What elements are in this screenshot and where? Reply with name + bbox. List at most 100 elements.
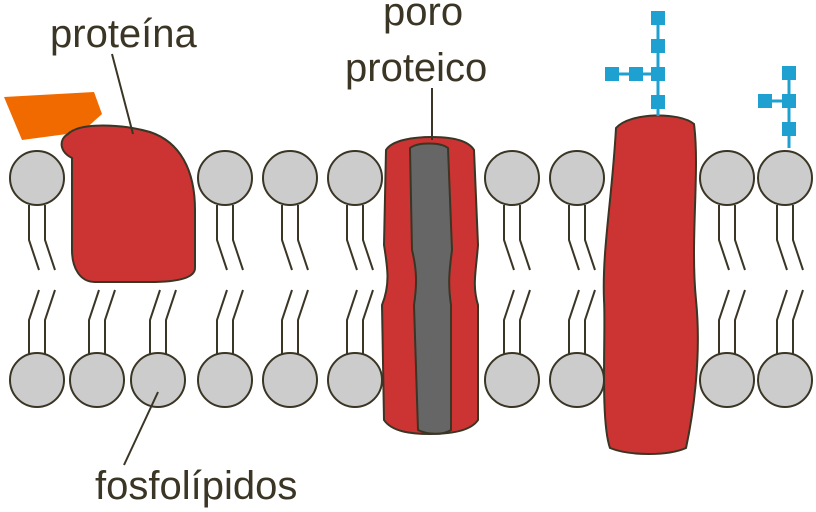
lipid-head	[484, 150, 540, 206]
lipid-head	[327, 352, 383, 408]
carbohydrate-chains	[605, 11, 796, 148]
pore-label-line1: poro	[383, 0, 464, 34]
lipid-tail-right	[232, 205, 244, 271]
lipid-tail-right	[792, 205, 804, 271]
carb-unit	[758, 94, 772, 108]
lipid-tail-right	[584, 289, 596, 354]
phospholipid-icon	[69, 289, 125, 408]
lipid-head	[757, 150, 813, 206]
lipid-tail-right	[44, 289, 56, 354]
lipid-head	[262, 150, 318, 206]
lipid-head	[262, 352, 318, 408]
lipid-tail-left	[346, 205, 358, 271]
pore-label-line2: proteico	[345, 46, 488, 90]
carb-unit	[782, 94, 796, 108]
phospholipid-label: fosfolípidos	[95, 464, 298, 508]
glycoprotein-icon	[602, 114, 699, 455]
lipid-head	[757, 352, 813, 408]
label-pointers	[111, 53, 433, 466]
carb-unit	[651, 39, 665, 53]
lipid-head	[484, 352, 540, 408]
carb-unit	[651, 67, 665, 81]
carb-unit	[605, 67, 619, 81]
phospholipid-icon	[197, 150, 253, 271]
protein-pointer	[111, 53, 134, 135]
carb-unit	[629, 67, 643, 81]
carb-unit	[651, 95, 665, 109]
lipid-tail-left	[503, 205, 515, 271]
channel-protein-icon	[380, 135, 480, 436]
lipid-tail-right	[297, 289, 309, 354]
glycoprotein-body	[602, 114, 699, 455]
phospholipid-icon	[484, 289, 540, 408]
lipid-head	[699, 150, 755, 206]
lipid-tail-left	[28, 205, 40, 271]
lipid-head	[69, 352, 125, 408]
protein-label: proteína	[50, 12, 197, 56]
lipid-tail-right	[584, 205, 596, 271]
carb-unit	[651, 11, 665, 25]
lipid-tail-right	[104, 289, 116, 354]
phospholipid-icon	[262, 150, 318, 271]
lipid-tail-left	[28, 289, 40, 354]
phospholipid-icon	[549, 150, 605, 271]
phospholipid-icon	[757, 289, 813, 408]
channel-pore	[408, 142, 454, 435]
lipid-head	[130, 352, 186, 408]
lipid-head	[549, 150, 605, 206]
carbohydrate-chain-icon	[758, 66, 796, 148]
phospholipid-icon	[699, 150, 755, 271]
lipid-tail-right	[165, 289, 177, 354]
lipid-tail-left	[216, 205, 228, 271]
lipid-tail-right	[792, 289, 804, 354]
phospholipid-icon	[262, 289, 318, 408]
lipid-tail-left	[568, 289, 580, 354]
lipid-head	[9, 150, 65, 206]
phospholipid-icon	[327, 150, 383, 271]
lipid-tail-right	[297, 205, 309, 271]
lipid-tail-right	[519, 289, 531, 354]
lipid-tail-left	[346, 289, 358, 354]
phospholipid-icon	[197, 289, 253, 408]
peripheral-protein-body	[60, 124, 196, 283]
lipid-tail-right	[519, 205, 531, 271]
lipid-tail-left	[776, 205, 788, 271]
phospholipid-bilayer	[9, 150, 813, 408]
lipid-tail-left	[718, 289, 730, 354]
carbohydrate-chain-icon	[605, 11, 665, 116]
lipid-tail-left	[281, 289, 293, 354]
carb-unit	[782, 66, 796, 80]
lipid-tail-left	[149, 289, 161, 354]
phospholipid-icon	[130, 289, 186, 408]
lipid-tail-right	[734, 205, 746, 271]
lipid-tail-left	[216, 289, 228, 354]
carb-unit	[782, 122, 796, 136]
lipid-head	[327, 150, 383, 206]
phospholipid-icon	[9, 150, 65, 271]
lipid-head	[197, 150, 253, 206]
lipid-head	[699, 352, 755, 408]
lipid-tail-right	[232, 289, 244, 354]
phospholipid-icon	[699, 289, 755, 408]
peripheral-protein-icon	[4, 92, 196, 283]
lipid-tail-right	[44, 205, 56, 271]
lipid-head	[9, 352, 65, 408]
phospholipid-icon	[9, 289, 65, 408]
lipid-tail-left	[718, 205, 730, 271]
lipid-tail-right	[362, 205, 374, 271]
lipid-head	[197, 352, 253, 408]
phospholipid-icon	[484, 150, 540, 271]
lipid-tail-left	[776, 289, 788, 354]
lipid-tail-right	[362, 289, 374, 354]
phospholipid-icon	[327, 289, 383, 408]
phospholipid-icon	[549, 289, 605, 408]
lipid-tail-right	[734, 289, 746, 354]
lipid-tail-left	[88, 289, 100, 354]
lipid-tail-left	[503, 289, 515, 354]
lipid-tail-left	[281, 205, 293, 271]
lipid-tail-left	[568, 205, 580, 271]
phospholipid-pointer	[123, 391, 159, 466]
lipid-head	[549, 352, 605, 408]
